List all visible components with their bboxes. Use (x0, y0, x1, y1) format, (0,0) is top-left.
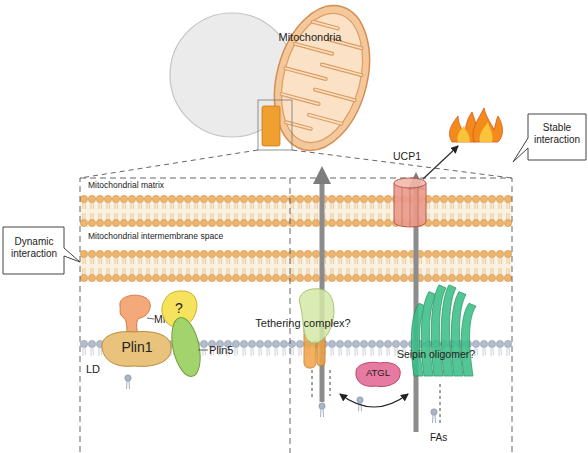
fa-flux-arrowhead (313, 166, 331, 184)
illustration-part (295, 44, 332, 54)
illustration-part (295, 44, 332, 54)
illustration-part (285, 68, 325, 79)
node-label: Dynamic interaction (4, 236, 64, 259)
node-label: Plin5 (209, 344, 246, 357)
illustration-part (322, 64, 362, 75)
node-label: Mitochondria (272, 31, 348, 44)
lipolysis-arrow (340, 394, 408, 407)
node-label: Plin1 (96, 339, 178, 355)
callout-box: Stable interaction (510, 112, 588, 166)
illustration-part (282, 94, 319, 104)
flame-core (457, 126, 470, 142)
node-shape (513, 114, 586, 162)
node-shape (394, 178, 426, 227)
illustration-part (268, 4, 376, 151)
illustration-part (309, 115, 342, 124)
lipid-glyph (319, 403, 325, 417)
flux-dash (440, 384, 441, 426)
illustration-part (286, 122, 311, 129)
region-label: FAs (430, 432, 470, 444)
flux-dash (330, 370, 331, 396)
node-outline (394, 276, 478, 386)
node-label: Seipin oligomer? (394, 348, 478, 360)
lipid-glyph (125, 375, 131, 389)
mitochondrion-shape: Mitochondria (262, 0, 380, 156)
illustration-part (313, 22, 338, 29)
atgl-enzyme: ATGL (350, 358, 406, 390)
node-label: ? (158, 300, 200, 316)
zoom-frame (258, 100, 292, 150)
illustration-part (309, 115, 342, 124)
node-label: Tethering complex? (248, 317, 358, 330)
illustration-part (402, 187, 403, 226)
tethering-complex: Tethering complex? (248, 284, 358, 374)
zoom-panel (80, 178, 512, 453)
heat-arrow (423, 146, 458, 179)
plin1-protein: Plin1 (96, 326, 178, 372)
shape-outline (3, 227, 80, 274)
callout-box: Dynamic interaction (2, 226, 82, 278)
illustration-part (147, 318, 154, 319)
illustration-part (315, 90, 355, 101)
illustration-part (410, 187, 411, 226)
node-label: UCP1 (384, 150, 430, 162)
zoom-line (80, 150, 258, 178)
node-shape (167, 315, 208, 379)
node-shape (259, 0, 384, 161)
node-label: ATGL (350, 368, 406, 379)
node-outline (262, 0, 380, 156)
illustration-part (394, 178, 426, 227)
node-label: Stable interaction (528, 122, 586, 145)
flame (473, 108, 503, 142)
seipin-oligomer: Seipin oligomer? (394, 276, 478, 386)
inner-membrane (80, 195, 512, 227)
ucp1-protein: UCP1 (384, 148, 430, 230)
plin5-protein: Plin5 (166, 314, 246, 380)
illustration-part (418, 187, 419, 226)
illustration-part (411, 285, 476, 376)
illustration-part (461, 303, 476, 376)
illustration-part (286, 122, 311, 129)
illustration-part (394, 178, 426, 188)
illustration-part (259, 0, 384, 161)
illustration-part (322, 64, 362, 75)
flame-core (480, 122, 493, 142)
region-label: LD (86, 363, 116, 376)
illustration-part (313, 22, 338, 29)
shape-outline (513, 114, 586, 162)
lipid-glyph (431, 409, 437, 423)
illustration-part (259, 0, 384, 161)
illustration-part (285, 68, 325, 79)
contact-site (262, 106, 280, 146)
lipid-droplet (170, 13, 294, 137)
node-outline (166, 314, 246, 380)
node-shape (3, 227, 80, 274)
illustration-part (167, 315, 205, 379)
illustration-part (282, 94, 319, 104)
illustration-part (315, 90, 355, 101)
illustration-part (198, 350, 208, 351)
region-label: Mitochondrial intermembrane space (88, 232, 288, 242)
panel-divider (290, 178, 291, 453)
flux-dash (312, 370, 313, 398)
illustration-part (299, 289, 334, 343)
outer-membrane (80, 250, 512, 282)
illustration-part (394, 183, 426, 227)
node-shape (411, 285, 476, 376)
region-label: Mitochondrial matrix (88, 181, 258, 191)
